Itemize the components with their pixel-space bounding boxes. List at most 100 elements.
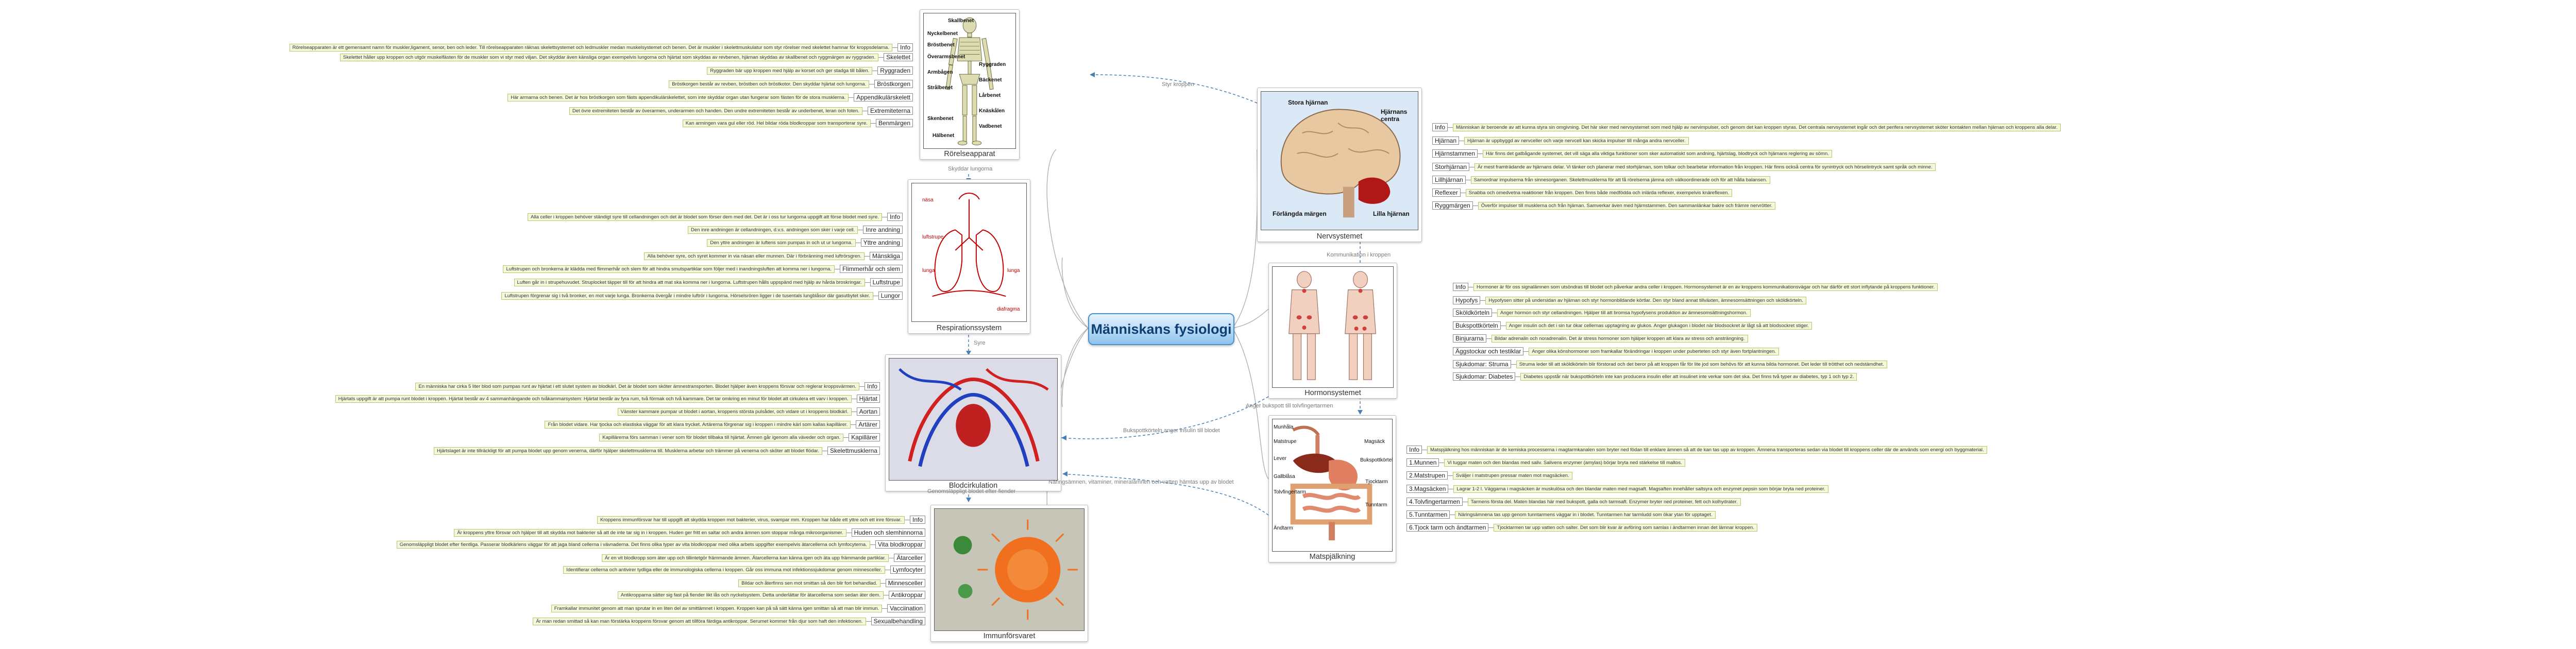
branch-label[interactable]: Ryggmärgen — [1432, 201, 1473, 210]
branch-label[interactable]: Info — [909, 516, 925, 524]
branch-label[interactable]: 1.Munnen — [1406, 458, 1439, 467]
branch-label[interactable]: Hypofys — [1453, 296, 1481, 304]
branch-label[interactable]: Yttre andning — [860, 238, 903, 247]
branch-label[interactable]: Sjukdomar: Struma — [1453, 360, 1511, 368]
branch-label[interactable]: Sjukdomar: Diabetes — [1453, 372, 1516, 381]
branch-label[interactable]: Skelettet — [884, 53, 913, 61]
topic-hormonsystemet[interactable]: Hormonsystemet — [1268, 263, 1397, 399]
branch-label[interactable]: Bukspottkörteln — [1453, 321, 1501, 330]
branch-label[interactable]: Reflexer — [1432, 189, 1461, 197]
branch-label[interactable]: Vita blodkroppar — [875, 540, 925, 549]
branch-label[interactable]: 2.Matstrupen — [1406, 471, 1448, 480]
branch-label[interactable]: 3.Magsäcken — [1406, 485, 1449, 493]
topic-blodcirkulation[interactable]: Blodcirkulation — [885, 354, 1061, 491]
branch-label[interactable]: Appendikulärskelett — [854, 93, 913, 101]
branch-label[interactable]: Lillhjärnan — [1432, 176, 1466, 184]
branch-label[interactable]: Antikroppar — [888, 591, 925, 599]
central-topic[interactable]: Människans fysiologi — [1088, 313, 1234, 345]
topic-rorelseapparat[interactable]: Rörelseapparat — [920, 9, 1020, 160]
branch-label[interactable]: Info — [1453, 283, 1469, 291]
branch-label[interactable]: Hjärtat — [856, 395, 880, 403]
branch-label[interactable]: Mänskliga — [869, 252, 903, 260]
branch-label[interactable]: Info — [864, 382, 880, 390]
branch-label[interactable]: 4.Tolvfingertarmen — [1406, 498, 1463, 506]
branch-label[interactable]: Info — [1432, 123, 1448, 131]
branch-label[interactable]: Luftstrupe — [870, 278, 903, 286]
branch-label[interactable]: Inre andning — [863, 226, 903, 234]
branch-label[interactable]: Hjärnstammen — [1432, 149, 1478, 158]
branch-label[interactable]: Extremiteterna — [867, 107, 913, 115]
branch-label[interactable]: Flimmerhår och slem — [839, 265, 903, 273]
branch-label[interactable]: Artärer — [856, 420, 880, 429]
branch-label[interactable]: Aortan — [856, 407, 880, 416]
branch-label[interactable]: Info — [887, 213, 903, 221]
branch-label[interactable]: Benmärgen — [875, 119, 913, 127]
branch-label[interactable]: 6.Tjock tarm och ändtarmen — [1406, 523, 1489, 532]
topic-respirationssystem[interactable]: Respirationssystem — [908, 179, 1030, 334]
branch-label[interactable]: Hjärnan — [1432, 136, 1460, 145]
branch-label[interactable]: Vacciination — [887, 604, 925, 612]
branch-label[interactable]: Info — [1406, 446, 1422, 454]
branch-label[interactable]: Äggstockar och testiklar — [1453, 347, 1524, 355]
branch-label[interactable]: Lungor — [878, 292, 903, 300]
branch-label[interactable]: Sexualbehandling — [871, 617, 925, 625]
branch-label[interactable]: Info — [897, 43, 913, 52]
topic-immunforsvaret[interactable]: Immunförsvaret — [930, 505, 1088, 642]
topic-nervsystemet[interactable]: Nervsystemet — [1257, 88, 1422, 242]
branch-label[interactable]: Huden och slemhinnorna — [851, 528, 925, 537]
branch-label[interactable]: Ätarceller — [894, 554, 925, 562]
branch-label[interactable]: Storhjärnan — [1432, 163, 1470, 171]
branch-label[interactable]: 5.Tunntarmen — [1406, 510, 1450, 519]
branch-label[interactable]: Bröstkorgen — [874, 80, 913, 88]
branch-label[interactable]: Ryggraden — [877, 66, 913, 75]
branch-label[interactable]: Minnesceller — [885, 579, 925, 587]
branch-label[interactable]: Skelettmusklerna — [827, 447, 880, 455]
